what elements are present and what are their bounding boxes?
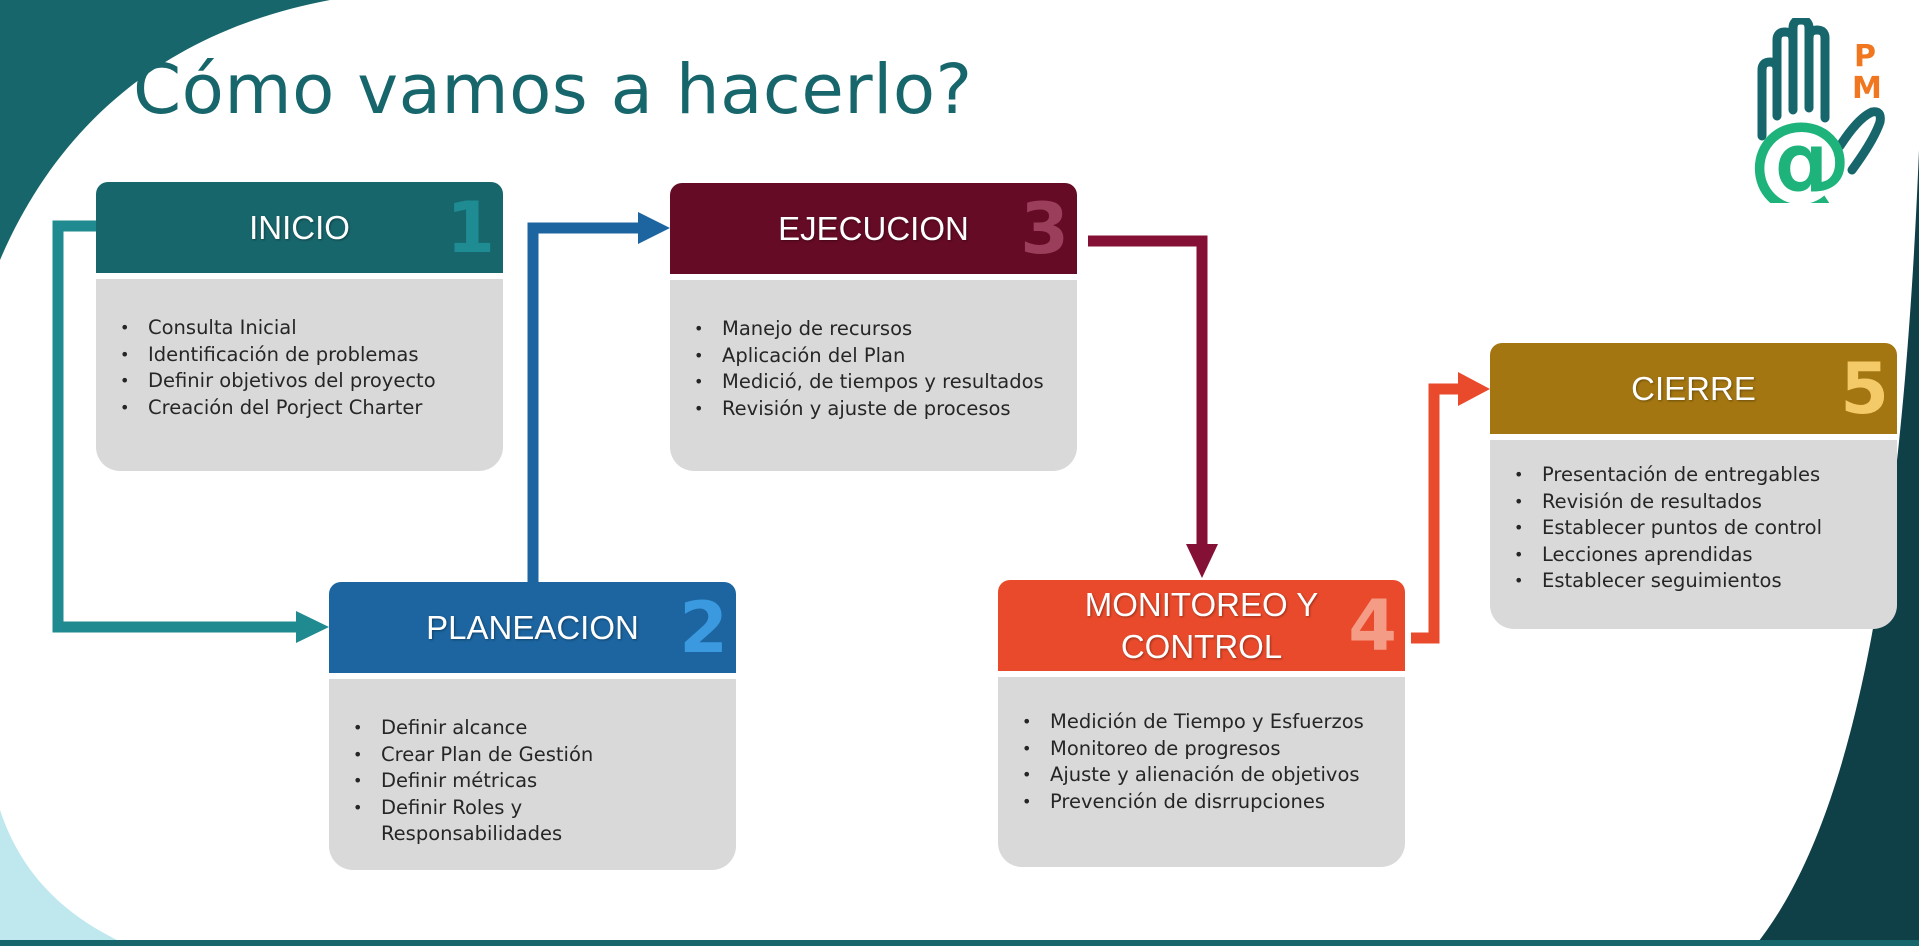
step-title: PLANEACION xyxy=(426,608,639,646)
list-item: Definir objetivos del proyecto xyxy=(120,368,483,395)
slide-title: Cómo vamos a hacerlo? xyxy=(133,50,973,130)
step-planeacion: PLANEACION 2 Definir alcance Crear Plan … xyxy=(329,582,736,870)
step-item-list: Presentación de entregables Revisión de … xyxy=(1514,462,1877,595)
svg-text:@: @ xyxy=(1748,99,1852,203)
bottom-right-teal-shape xyxy=(1755,150,1919,946)
list-item: Monitoreo de progresos xyxy=(1022,736,1385,763)
step-number: 2 xyxy=(679,586,728,669)
step-body: Definir alcance Crear Plan de Gestión De… xyxy=(329,679,736,870)
list-item: Ajuste y alienación de objetivos xyxy=(1022,762,1385,789)
list-item: Revisión de resultados xyxy=(1514,489,1877,516)
step-item-list: Medición de Tiempo y Esfuerzos Monitoreo… xyxy=(1022,709,1385,815)
step-item-list: Consulta Inicial Identificación de probl… xyxy=(120,315,483,421)
step-title: CIERRE xyxy=(1631,369,1756,407)
arrow-inicio-to-planeacion xyxy=(52,220,329,643)
step-number: 5 xyxy=(1840,347,1889,430)
step-header: EJECUCION 3 xyxy=(670,183,1077,274)
step-body: Consulta Inicial Identificación de probl… xyxy=(96,279,503,471)
step-header: PLANEACION 2 xyxy=(329,582,736,673)
logo-letter-p: P xyxy=(1854,39,1876,74)
list-item: Consulta Inicial xyxy=(120,315,483,342)
list-item: Aplicación del Plan xyxy=(694,343,1057,370)
list-item: Prevención de disrrupciones xyxy=(1022,789,1385,816)
logo-letter-m: M xyxy=(1852,71,1882,106)
hand-at-pm-logo-icon: @ P M xyxy=(1748,18,1885,203)
list-item: Crear Plan de Gestión xyxy=(353,742,716,769)
step-title: INICIO xyxy=(249,208,350,246)
step-header: INICIO 1 xyxy=(96,182,503,273)
step-title: MONITOREO Y CONTROL xyxy=(1084,585,1319,665)
step-cierre: CIERRE 5 Presentación de entregables Rev… xyxy=(1490,343,1897,629)
bottom-teal-strip xyxy=(0,940,1919,946)
step-number: 4 xyxy=(1348,584,1397,667)
step-ejecucion: EJECUCION 3 Manejo de recursos Aplicació… xyxy=(670,183,1077,471)
list-item: Creación del Porject Charter xyxy=(120,395,483,422)
step-item-list: Manejo de recursos Aplicación del Plan M… xyxy=(694,316,1057,422)
step-item-list: Definir alcance Crear Plan de Gestión De… xyxy=(353,715,716,848)
list-item: Medició, de tiempos y resultados xyxy=(694,369,1057,396)
top-left-teal-shape xyxy=(0,0,330,260)
list-item: Establecer seguimientos xyxy=(1514,568,1877,595)
step-body: Medición de Tiempo y Esfuerzos Monitoreo… xyxy=(998,677,1405,867)
step-monitoreo-y-control: MONITOREO Y CONTROL 4 Medición de Tiempo… xyxy=(998,580,1405,867)
arrow-ejecucion-to-monitoreo xyxy=(1088,235,1218,578)
list-item: Identificación de problemas xyxy=(120,342,483,369)
list-item: Definir Roles y Responsabilidades xyxy=(353,795,562,848)
bottom-left-light-shape xyxy=(0,810,130,946)
step-inicio: INICIO 1 Consulta Inicial Identificación… xyxy=(96,182,503,471)
list-item: Manejo de recursos xyxy=(694,316,1057,343)
list-item: Definir alcance xyxy=(353,715,716,742)
list-item: Lecciones aprendidas xyxy=(1514,542,1877,569)
list-item: Establecer puntos de control xyxy=(1514,515,1877,542)
step-title: EJECUCION xyxy=(778,209,969,247)
list-item: Revisión y ajuste de procesos xyxy=(694,396,1057,423)
list-item: Definir métricas xyxy=(353,768,716,795)
list-item: Presentación de entregables xyxy=(1514,462,1877,489)
step-header: MONITOREO Y CONTROL 4 xyxy=(998,580,1405,671)
step-body: Presentación de entregables Revisión de … xyxy=(1490,440,1897,629)
step-number: 1 xyxy=(446,186,495,269)
step-header: CIERRE 5 xyxy=(1490,343,1897,434)
step-body: Manejo de recursos Aplicación del Plan M… xyxy=(670,280,1077,471)
arrow-planeacion-to-ejecucion xyxy=(527,212,670,582)
arrow-monitoreo-to-cierre xyxy=(1411,372,1490,644)
step-number: 3 xyxy=(1020,187,1069,270)
list-item: Medición de Tiempo y Esfuerzos xyxy=(1022,709,1385,736)
